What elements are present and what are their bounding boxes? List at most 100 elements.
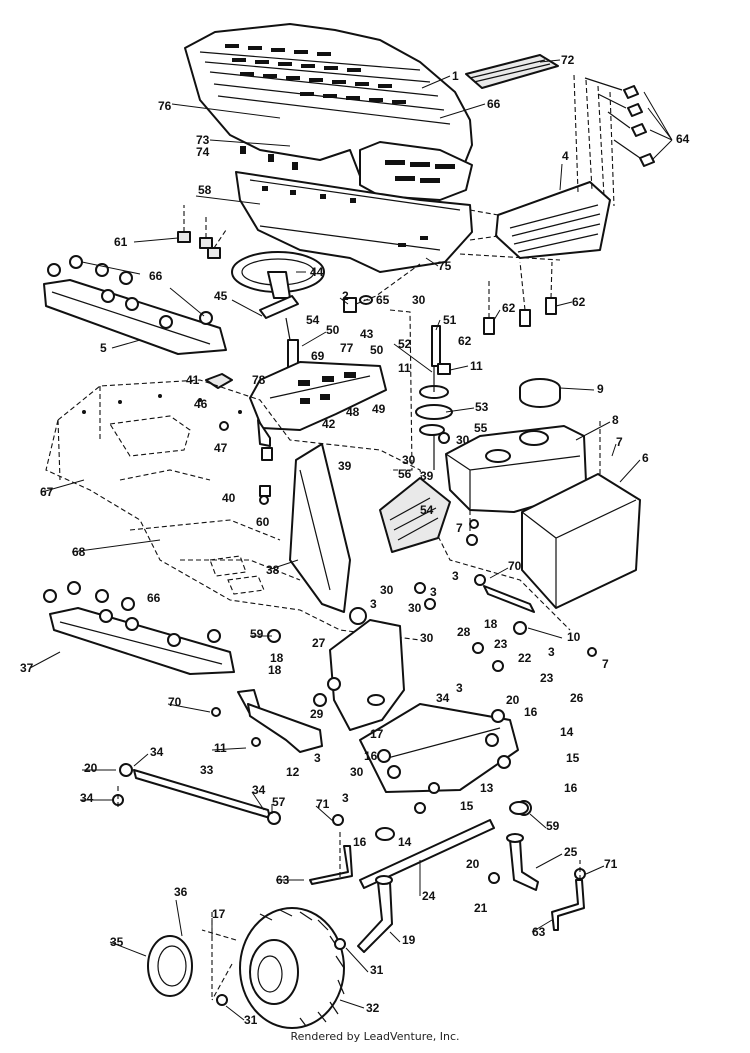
callout-32: 32 [366, 1001, 380, 1015]
callout-20a: 20 [506, 693, 520, 707]
callout-69: 69 [311, 349, 325, 363]
callout-16a: 16 [524, 705, 538, 719]
callout-73: 73 [196, 133, 210, 147]
callout-54: 54 [306, 313, 320, 327]
callout-leaders [29, 59, 641, 1021]
callout-5: 5 [100, 341, 107, 355]
callout-77: 77 [340, 341, 354, 355]
step-plate-rear [43, 581, 235, 675]
callout-10: 10 [567, 630, 581, 644]
callout-44: 44 [310, 265, 324, 279]
bolts [483, 261, 557, 335]
callout-20c: 20 [466, 857, 480, 871]
foam-strip [465, 54, 559, 89]
callout-43: 43 [360, 327, 374, 341]
callout-34b: 34 [150, 745, 164, 759]
callout-74: 74 [196, 145, 210, 159]
callout-30f: 30 [420, 631, 434, 645]
callout-3d: 3 [548, 645, 555, 659]
callout-55: 55 [474, 421, 488, 435]
callout-14a: 14 [560, 725, 574, 739]
callout-11b: 11 [398, 361, 411, 375]
callout-70b: 70 [168, 695, 182, 709]
footer-credit: Rendered by LeadVenture, Inc. [290, 1030, 460, 1043]
callout-7c: 7 [602, 657, 609, 671]
screws [573, 74, 673, 207]
callout-70a: 70 [508, 559, 522, 573]
callout-21: 21 [474, 901, 488, 915]
front-tire [201, 907, 345, 1029]
hood-lower-panel [235, 171, 473, 273]
callout-25: 25 [564, 845, 578, 859]
callout-38: 38 [266, 563, 280, 577]
callout-27: 27 [312, 636, 326, 650]
callout-16b: 16 [364, 749, 378, 763]
callout-3a: 3 [452, 569, 459, 583]
fasteners [112, 421, 597, 1006]
callout-68: 68 [72, 545, 86, 559]
callout-17a: 17 [370, 727, 384, 741]
callout-3c: 3 [370, 597, 377, 611]
callout-53: 53 [475, 400, 489, 414]
callout-42: 42 [322, 417, 336, 431]
callout-66b: 66 [149, 269, 163, 283]
callout-17b: 17 [212, 907, 226, 921]
callout-11c: 11 [214, 741, 227, 755]
fuel-cap [519, 378, 561, 408]
callout-34a: 34 [436, 691, 450, 705]
callout-30: 30 [412, 293, 426, 307]
callout-30e: 30 [408, 601, 422, 615]
tie-rod [119, 763, 281, 825]
callout-71a: 71 [316, 797, 330, 811]
callout-40: 40 [222, 491, 236, 505]
callout-64: 64 [676, 132, 690, 146]
callout-50b: 50 [370, 343, 384, 357]
callout-66c: 66 [147, 591, 161, 605]
callout-33: 33 [200, 763, 214, 777]
callout-19: 19 [402, 933, 416, 947]
callout-41: 41 [186, 373, 200, 387]
callout-24: 24 [422, 889, 436, 903]
callout-61: 61 [114, 235, 128, 249]
callout-15b: 15 [460, 799, 474, 813]
callout-59a: 59 [250, 627, 264, 641]
callout-30d: 30 [380, 583, 394, 597]
ignition-key [205, 373, 233, 389]
callout-62a: 62 [502, 301, 516, 315]
callout-15a: 15 [566, 751, 580, 765]
callout-23b: 23 [540, 671, 554, 685]
callout-66: 66 [487, 97, 501, 111]
hood [184, 23, 473, 201]
callout-16d: 16 [353, 835, 367, 849]
callout-13: 13 [480, 781, 494, 795]
spindle-left [357, 875, 393, 953]
callout-12: 12 [286, 765, 300, 779]
hub-cap [147, 935, 193, 997]
callout-7a: 7 [616, 435, 623, 449]
callout-62b: 62 [572, 295, 586, 309]
step-plate-front [43, 255, 227, 355]
mounting-plate [379, 477, 451, 553]
steering-wheel [231, 251, 325, 369]
fuel-tank [445, 425, 587, 513]
callout-76: 76 [158, 99, 172, 113]
callout-4: 4 [562, 149, 569, 163]
steering-column-support [289, 443, 351, 613]
callout-63b: 63 [532, 925, 546, 939]
callout-30c: 30 [402, 453, 416, 467]
spindle-right [506, 833, 539, 891]
callout-29: 29 [310, 707, 324, 721]
callout-1: 1 [452, 69, 459, 83]
battery-box [469, 420, 641, 609]
callout-51: 51 [443, 313, 457, 327]
callout-52: 52 [398, 337, 412, 351]
callout-72: 72 [561, 53, 575, 67]
callout-6: 6 [642, 451, 649, 465]
callout-18c: 18 [268, 663, 282, 677]
callout-75: 75 [438, 259, 452, 273]
callout-45: 45 [214, 289, 228, 303]
clips [177, 205, 227, 259]
callout-56: 56 [398, 467, 412, 481]
front-axle [359, 819, 495, 889]
